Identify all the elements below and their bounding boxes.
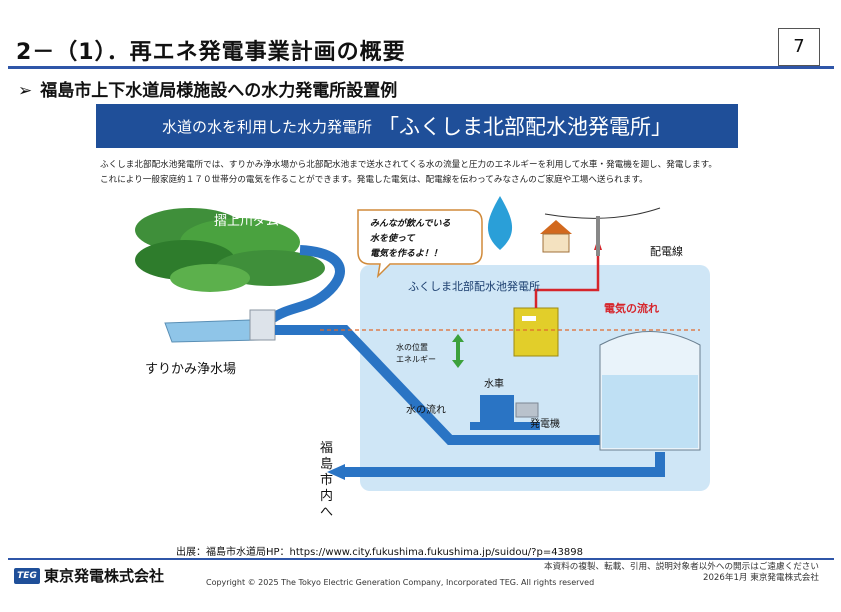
purification-plant-illustration — [164, 309, 276, 343]
city-char-5: へ — [320, 505, 333, 520]
source-citation: 出展：福島市水道局HP：https://www.city.fukushima.f… — [176, 547, 584, 558]
banner-plant-name: 「ふくしま北部配水池発電所」 — [378, 115, 672, 139]
city-char-4: 内 — [320, 488, 333, 504]
plant-banner: 水道の水を利用した水力発電所 「ふくしま北部配水池発電所」 — [96, 104, 738, 148]
station-label: ふくしま北部配水池発電所 — [408, 279, 540, 293]
city-char-3: 市 — [320, 472, 333, 488]
generator-panel — [522, 316, 536, 321]
electricity-flow-label: 電気の流れ — [604, 301, 659, 315]
description-line-1: ふくしま北部配水池発電所では、すりかみ浄水場から北部配水池まで送水されてくる水の… — [100, 160, 717, 170]
power-wire — [544, 207, 661, 219]
city-arrow-icon — [327, 464, 345, 480]
dam-label: 摺上川ダム — [214, 214, 279, 229]
electricity-line — [534, 245, 600, 308]
energy-arrow-down-icon — [452, 360, 464, 368]
hydro-plant-diagram: 摺上川ダム すりかみ浄水場 みんなが飲んでいる 水を使って 電気を作るよ！！ 配… — [135, 196, 710, 520]
water-level-label-1: 水の位置 — [396, 342, 428, 352]
plant-label: すりかみ浄水場 — [145, 362, 236, 377]
city-char-1: 福 — [320, 441, 333, 456]
title-divider — [8, 66, 834, 69]
bullet-arrow-icon: ➢ — [18, 81, 33, 101]
city-pipe — [345, 452, 665, 477]
power-line-label: 配電線 — [650, 244, 683, 258]
company-block: TEG 東京発電株式会社 — [14, 565, 164, 586]
date-company: 2026年1月 東京発電株式会社 — [702, 573, 819, 583]
energy-arrow-up-icon — [452, 334, 464, 342]
page-number: 7 — [778, 28, 820, 66]
speech-bubble — [357, 209, 483, 279]
water-drop-mascot-icon — [487, 196, 513, 250]
water-flow-label: 水の流れ — [406, 403, 446, 416]
house-icon — [540, 220, 572, 253]
speech-line-2: 水を使って — [370, 233, 416, 244]
copyright-text: Copyright © 2025 The Tokyo Electric Gene… — [206, 578, 595, 587]
tank-water — [602, 375, 698, 448]
page-title: 2－（1）．再エネ発電事業計画の概要 — [16, 40, 406, 65]
turbine-assembly — [470, 395, 540, 430]
confidentiality-notice: 本資料の複製、転載、引用、説明対象者以外への開示はご遠慮ください — [543, 562, 819, 572]
generator-box — [513, 307, 559, 357]
speech-line-3: 電気を作るよ！！ — [370, 248, 442, 259]
subheading-text: 福島市上下水道局様施設への水力発電所設置例 — [40, 81, 398, 101]
footer-divider — [8, 558, 834, 560]
main-pipe — [275, 325, 530, 445]
city-char-2: 島 — [320, 457, 333, 472]
company-logo-icon: TEG — [14, 567, 40, 584]
mountains-illustration — [135, 208, 325, 292]
banner-lead: 水道の水を利用した水力発電所 — [161, 117, 372, 136]
section-subheading: ➢ 福島市上下水道局様施設への水力発電所設置例 — [18, 76, 397, 101]
speech-line-1: みんなが飲んでいる — [370, 218, 451, 229]
dam-pipe — [267, 245, 345, 325]
generator-label: 発電機 — [530, 417, 560, 430]
turbine-label: 水車 — [484, 377, 504, 390]
power-pole — [596, 216, 600, 256]
company-name: 東京発電株式会社 — [44, 567, 165, 585]
water-level-label-2: エネルギー — [396, 355, 436, 364]
description-line-2: これにより一般家庭約１７０世帯分の電気を作ることができます。発電した電気は、配電… — [100, 175, 648, 185]
